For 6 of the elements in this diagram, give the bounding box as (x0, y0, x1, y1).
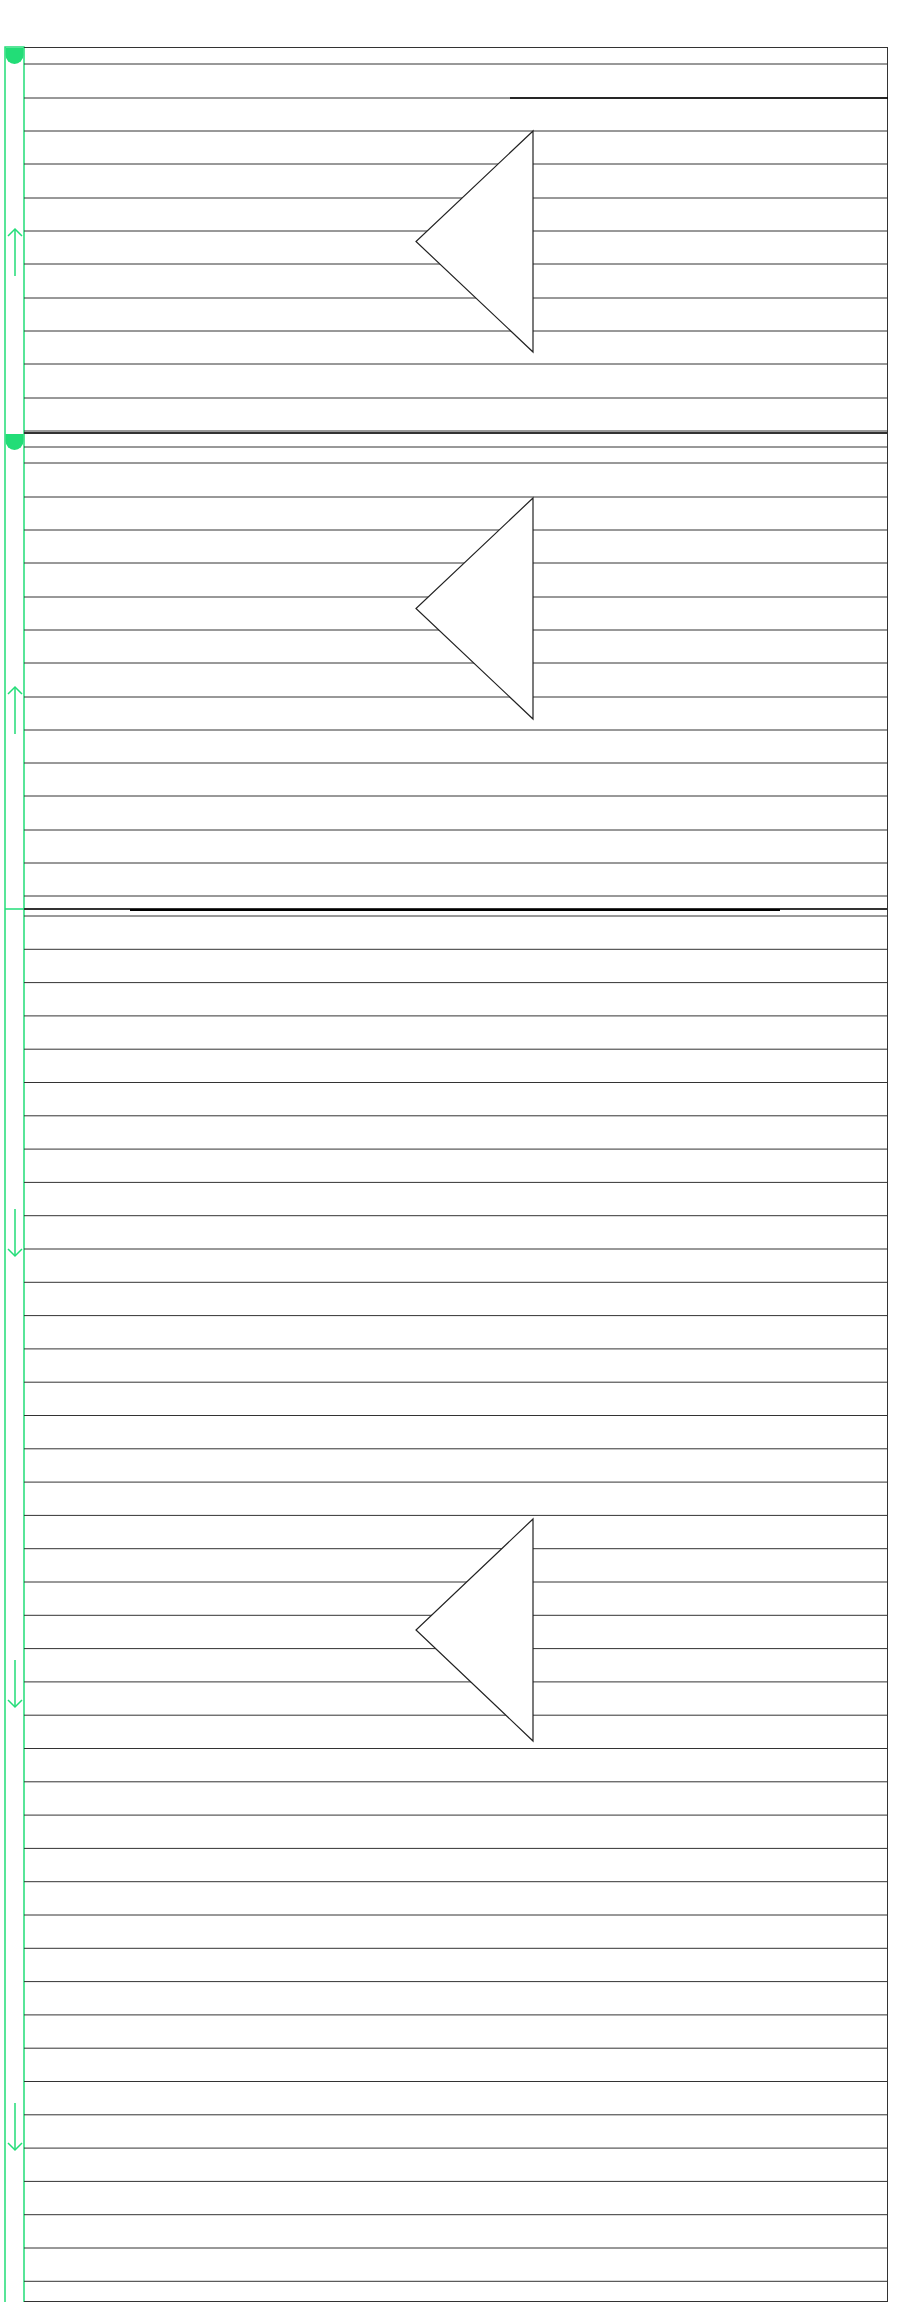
triangle-marker (416, 1519, 533, 1741)
triangle-marker (416, 498, 533, 719)
triangle-marker (416, 131, 533, 352)
list-panel (24, 47, 888, 433)
list-panel (24, 433, 888, 909)
list-panel (24, 909, 888, 2302)
